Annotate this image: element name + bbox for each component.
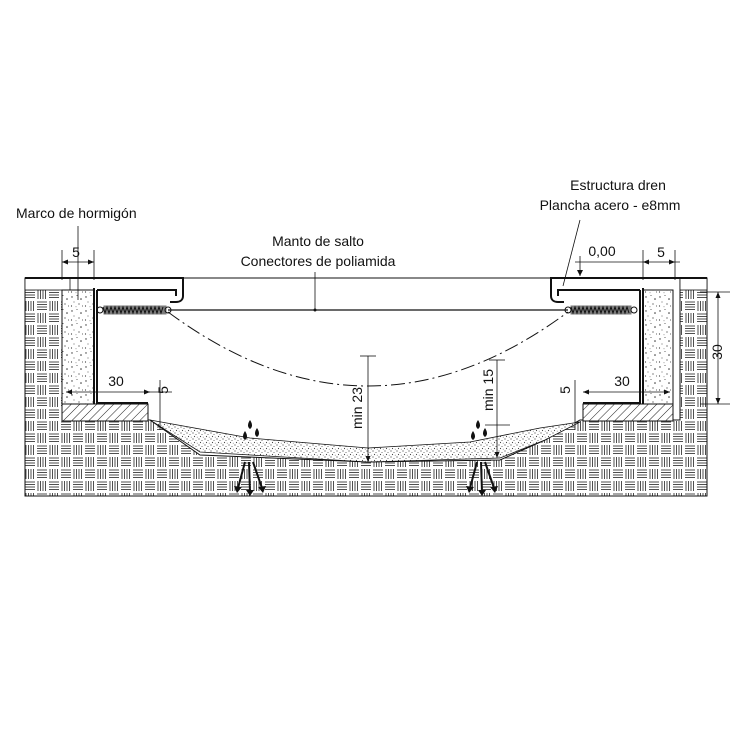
dim-height-30: 30 — [709, 344, 725, 360]
label-manto-2: Conectores de poliamida — [241, 253, 396, 269]
concrete-frame-right — [642, 289, 674, 405]
drain-arrows-icon — [234, 461, 266, 496]
dim-min-23: min 23 — [349, 387, 365, 429]
steel-profile-left — [25, 277, 184, 404]
base-block-right — [582, 403, 674, 422]
label-estructura-2: Plancha acero - e8mm — [540, 197, 681, 213]
dim-left-30: 30 — [108, 373, 124, 389]
label-estructura-1: Estructura dren — [570, 177, 666, 193]
drain-arrows-icon — [466, 461, 498, 496]
leader-estructura — [562, 219, 581, 287]
label-manto-1: Manto de salto — [272, 233, 364, 249]
dim-right-5: 5 — [557, 386, 573, 394]
dim-zero: 0,00 — [588, 243, 615, 259]
steel-profile-right — [550, 277, 707, 404]
dim-right-top-5: 5 — [657, 244, 665, 260]
dim-right-30: 30 — [614, 373, 630, 389]
concrete-frame-left — [61, 289, 95, 405]
dim-left-5: 5 — [155, 386, 171, 394]
gravel-bed — [149, 419, 581, 463]
dim-left-top-5: 5 — [72, 244, 80, 260]
dim-min-15: min 15 — [480, 369, 496, 411]
water-drops-icon — [243, 420, 259, 440]
water-drops-icon — [471, 420, 487, 440]
dimension-lines — [61, 250, 730, 462]
dimension-arrowheads — [62, 259, 721, 462]
connector-spring-left — [96, 305, 172, 315]
base-block-left — [61, 403, 149, 422]
connector-spring-right — [564, 305, 638, 315]
label-marco: Marco de hormigón — [16, 205, 137, 221]
